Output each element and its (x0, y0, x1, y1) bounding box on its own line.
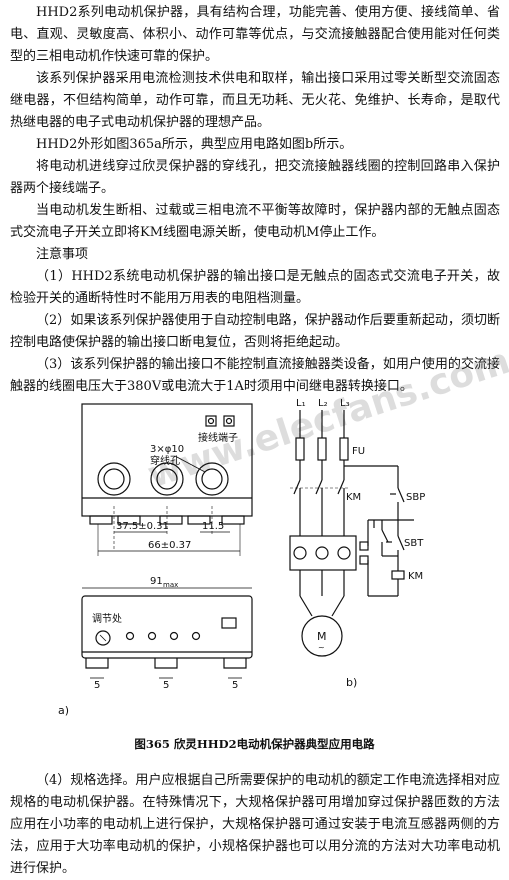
motor-symbol (301, 615, 343, 657)
fuse-l2 (317, 437, 327, 461)
figure-365: 接线端子 3×φ10 穿线孔 37.5±0.31 11.5 66±0.37 91… (58, 398, 425, 717)
paragraph-2: 该系列保护器采用电流检测技术供电和取样，输出接口采用过零关断型交流固态继电器，不… (10, 71, 500, 130)
dim-5-left: 5 (94, 680, 100, 691)
fuse-l1 (295, 437, 305, 461)
km-contact-label: KM (346, 492, 361, 503)
km-hold-contact (381, 520, 389, 556)
terminal-screw (205, 415, 217, 427)
note-1: （1）HHD2系统电动机保护器的输出接口是无触点的固态式交流电子开关，故检验开关… (10, 269, 500, 306)
dim-5-right: 5 (232, 680, 238, 691)
note-2: （2）如果该系列保护器使用于自动控制电路，保护器动作后要重新起动，须切断控制电路… (10, 313, 500, 350)
dim-37: 37.5±0.31 (116, 521, 169, 532)
note-3: （3）该系列保护器的输出接口不能控制直流接触器类设备，如用户使用的交流接触器的线… (10, 357, 500, 394)
wire-hole-2 (150, 462, 184, 496)
sbt-label: SBT (404, 538, 424, 549)
note-4: （4）规格选择。用户应根据自己所需要保护的电动机的额定工作电流选择相对应规格的电… (10, 773, 500, 876)
fuse-l3 (339, 437, 349, 461)
label-b: b) (346, 676, 357, 689)
adjust-knob (95, 630, 111, 646)
label-l1: L₁ (296, 398, 306, 409)
terminal-screw (223, 415, 235, 427)
label-l2: L₂ (318, 398, 328, 409)
start-button-sbt (386, 520, 405, 564)
fuse-label: FU (352, 446, 365, 457)
motor-label: M (317, 630, 327, 643)
protector-body-side (81, 595, 253, 659)
paragraph-4: 将电动机进线穿过欣灵保护器的穿线孔，把交流接触器线圈的控制回路串入保护器两个接线… (10, 159, 500, 196)
km-coil (391, 570, 405, 580)
dim-91: 91 (150, 576, 163, 587)
dim-66: 66±0.37 (148, 540, 191, 551)
km-main-contacts (290, 479, 350, 495)
label-a: a) (58, 704, 69, 717)
terminal-label: 接线端子 (198, 431, 238, 444)
notes-heading: 注意事项 (36, 247, 89, 262)
adjust-label: 调节处 (92, 613, 122, 625)
dim-91-sub: max (163, 581, 178, 589)
sbp-label: SBP (406, 492, 425, 503)
wire-hole-3 (195, 462, 229, 496)
paragraph-3: HHD2外形如图365a所示，典型应用电路如图b所示。 (36, 137, 353, 152)
km-coil-label: KM (408, 571, 423, 582)
paragraph-1: HHD2系列电动机保护器，具有结构合理，功能完善、使用方便、接线简单、省电、直观… (10, 5, 500, 64)
hole-label-1: 3×φ10 (150, 444, 184, 455)
label-l3: L₃ (340, 398, 350, 409)
svg-text:~: ~ (318, 643, 325, 652)
paragraph-5: 当电动机发生断相、过载或三相电流不平衡等故障时，保护器内部的无触点固态式交流电子… (10, 203, 500, 240)
wire-hole-1 (97, 462, 131, 496)
stop-button-sbp (390, 487, 405, 520)
protector-symbol (289, 535, 357, 571)
dim-11: 11.5 (202, 521, 224, 532)
figure-caption: 图365 欣灵HHD2电动机保护器典型应用电路 (134, 737, 375, 751)
dim-5-mid: 5 (163, 680, 169, 691)
